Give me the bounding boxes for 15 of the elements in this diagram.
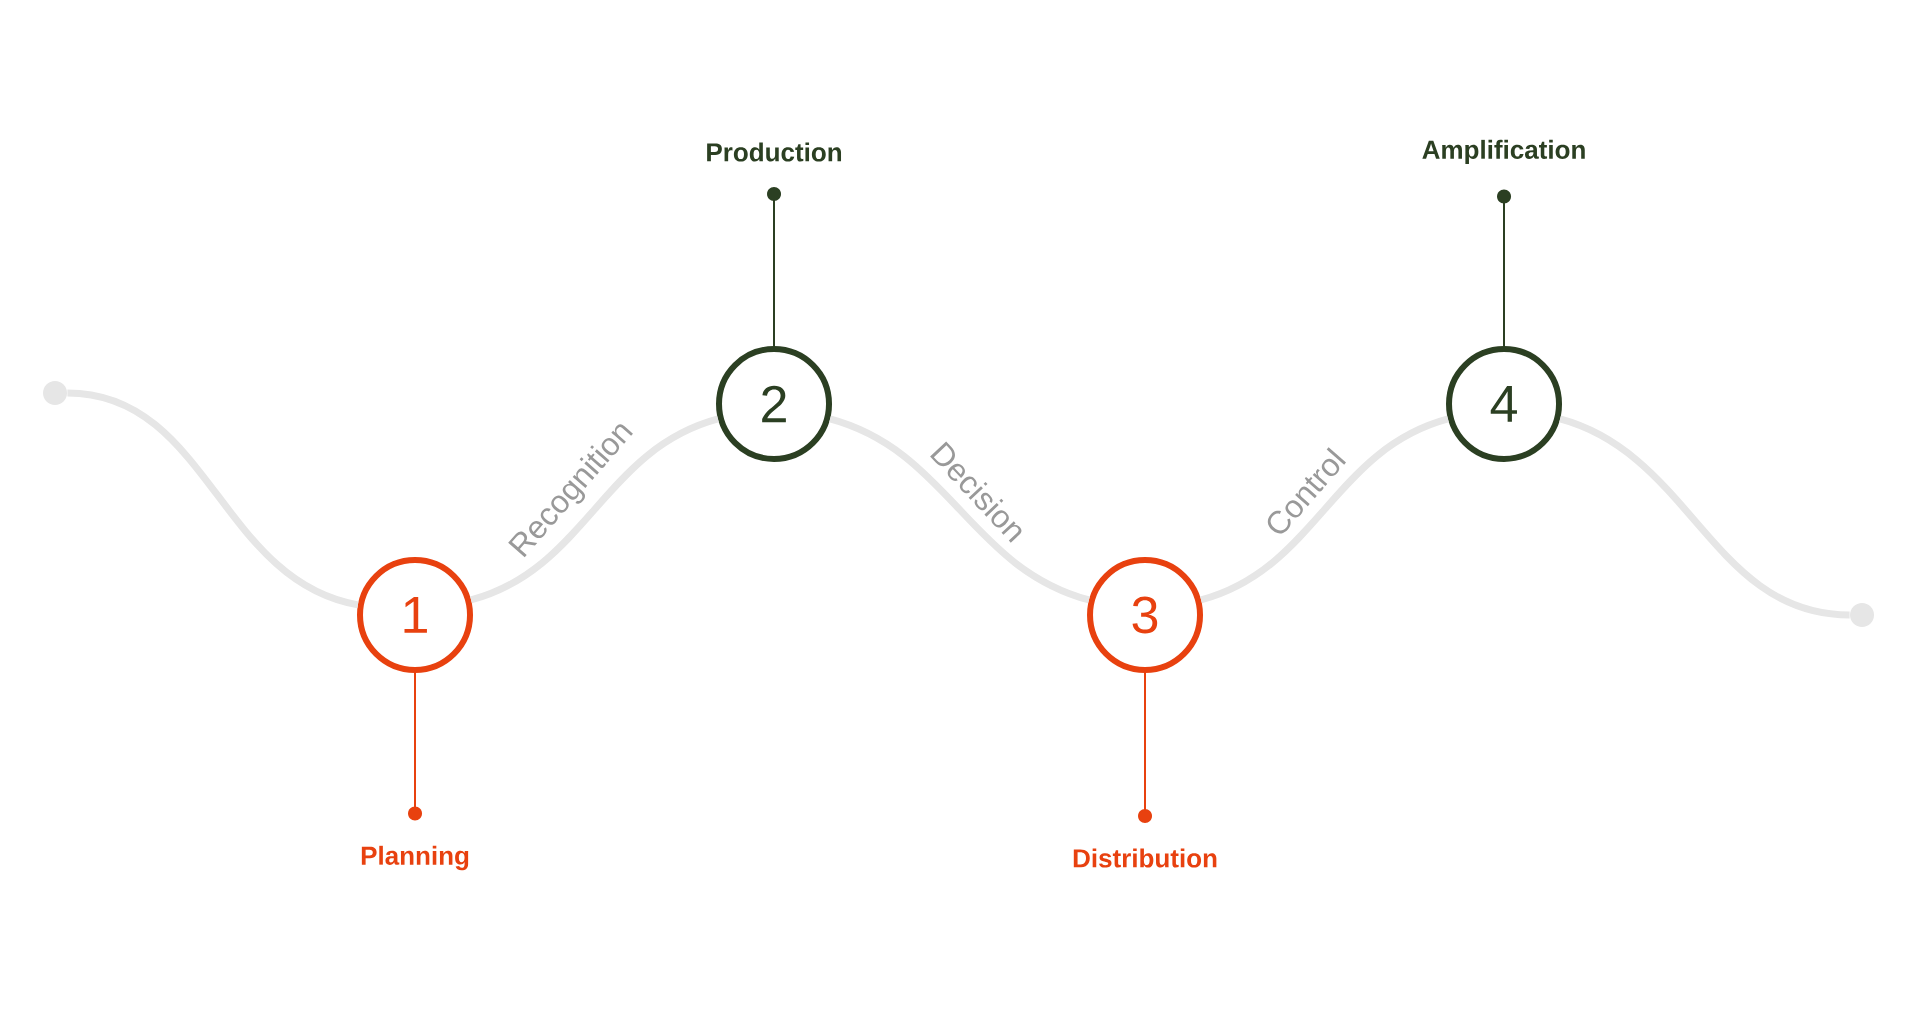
stage-label: Planning	[361, 845, 469, 871]
end-dot	[1850, 603, 1874, 627]
end-dot	[43, 381, 67, 405]
leader-line	[1497, 189, 1511, 347]
wave-line	[469, 415, 720, 604]
leader-line	[1138, 672, 1152, 824]
stage-label: Distribution	[1073, 848, 1217, 868]
stage-label: Production	[707, 142, 841, 162]
leader-line	[767, 186, 781, 347]
wave-line	[828, 415, 1091, 604]
wave-line	[67, 389, 359, 609]
wave-line	[1558, 415, 1850, 619]
stage-label: Amplification	[1422, 139, 1585, 165]
wave-line	[1199, 415, 1450, 604]
leader-line	[408, 672, 422, 821]
